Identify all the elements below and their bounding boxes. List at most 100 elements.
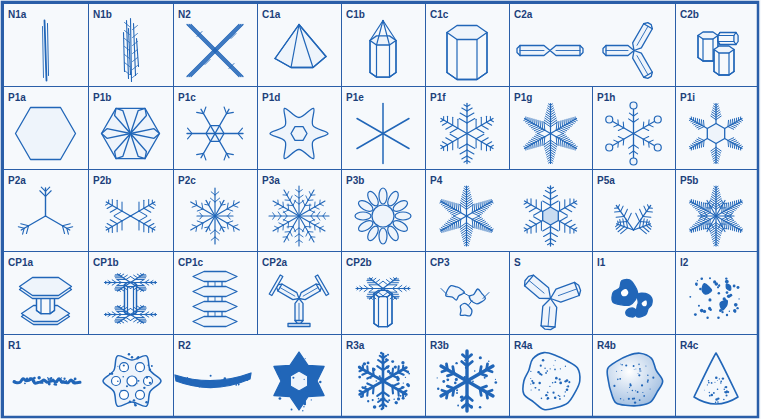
crystal-stroke	[391, 373, 393, 375]
crystal-stroke	[534, 211, 542, 216]
crystal-stroke	[560, 211, 568, 216]
crystal-drawing	[102, 108, 160, 158]
crystal-stroke	[215, 216, 224, 232]
grid-cell: R4b	[592, 334, 676, 417]
crystal-drawing	[16, 108, 76, 160]
crystal-stroke	[480, 386, 487, 388]
crystal-stroke	[540, 139, 542, 146]
crystal-stroke	[112, 280, 116, 283]
crystal-stroke	[131, 285, 136, 288]
crystal-stroke	[302, 410, 303, 411]
crystal-stroke	[645, 365, 646, 366]
crystal-stroke	[740, 199, 741, 201]
crystal-stroke	[302, 392, 303, 393]
crystal-stroke	[386, 294, 390, 297]
crystal-code: CP1a	[8, 257, 33, 269]
crystal-stroke	[523, 353, 580, 410]
crystal-stroke	[444, 369, 446, 371]
crystal-stroke	[638, 364, 640, 366]
crystal-stroke	[476, 119, 477, 128]
crystal-stroke	[580, 46, 583, 56]
crystal-stroke	[204, 153, 206, 160]
crystal-stroke	[229, 64, 234, 69]
crystal-stroke	[447, 374, 454, 376]
crystal-stroke	[740, 229, 742, 230]
crystal-code: P2c	[178, 175, 196, 187]
crystal-stroke	[474, 370, 476, 372]
crystal-stroke	[703, 389, 705, 391]
crystal-stroke	[705, 222, 707, 229]
crystal-stroke	[612, 121, 634, 134]
crystal-stroke	[486, 364, 487, 370]
crystal-stroke	[131, 134, 147, 159]
crystal-stroke	[441, 203, 444, 204]
crystal-stroke	[558, 138, 560, 146]
crystal-stroke	[215, 215, 233, 216]
crystal-stroke	[730, 213, 732, 217]
crystal-stroke	[617, 120, 618, 125]
crystal-stroke	[287, 237, 289, 241]
crystal-stroke	[382, 104, 384, 134]
crystal-stroke	[455, 378, 458, 381]
crystal-stroke	[382, 134, 384, 164]
crystal-stroke	[391, 369, 394, 376]
crystal-stroke	[559, 382, 562, 385]
crystal-stroke	[524, 119, 526, 120]
crystal-stroke	[737, 286, 740, 289]
grid-cell: P1b	[88, 86, 174, 170]
crystal-stroke	[288, 324, 310, 327]
crystal-stroke	[451, 202, 452, 208]
crystal-stroke	[246, 379, 248, 381]
crystal-stroke	[703, 223, 705, 229]
crystal-stroke	[486, 33, 487, 73]
crystal-stroke	[734, 206, 738, 208]
crystal-stroke	[123, 287, 127, 290]
crystal-stroke	[105, 283, 107, 284]
crystal-stroke	[639, 219, 641, 228]
crystal-stroke	[360, 395, 363, 398]
crystal-stroke	[37, 311, 55, 314]
crystal-stroke	[738, 298, 739, 299]
crystal-stroke	[117, 283, 122, 286]
grid-cell: I2	[675, 251, 758, 335]
crystal-stroke	[359, 370, 363, 372]
crystal-stroke	[441, 120, 444, 122]
crystal-stroke	[376, 45, 377, 77]
crystal-stroke	[691, 230, 692, 232]
crystal-stroke	[278, 212, 281, 216]
crystal-stroke	[567, 124, 572, 126]
crystal-stroke	[193, 302, 237, 312]
crystal-stroke	[630, 158, 637, 165]
crystal-stroke	[52, 380, 54, 382]
crystal-code: C1a	[262, 9, 280, 21]
crystal-stroke	[366, 190, 381, 208]
crystal-stroke	[131, 202, 155, 216]
crystal-code: P1d	[262, 92, 280, 104]
crystal-stroke	[694, 225, 698, 227]
crystal-stroke	[709, 392, 710, 393]
crystal-stroke	[138, 319, 146, 320]
crystal-stroke	[734, 33, 738, 45]
crystal-stroke	[708, 307, 711, 310]
crystal-stroke	[299, 216, 314, 242]
crystal-stroke	[716, 190, 719, 192]
crystal-stroke	[481, 117, 482, 125]
crystal-stroke	[483, 293, 489, 299]
crystal-stroke	[572, 146, 573, 149]
crystal-code: P1b	[93, 92, 111, 104]
crystal-stroke	[564, 142, 565, 148]
crystal-stroke	[206, 200, 215, 216]
crystal-stroke	[633, 134, 634, 159]
crystal-stroke	[136, 363, 145, 372]
crystal-stroke	[129, 401, 131, 403]
crystal-code: P2a	[8, 175, 26, 187]
crystal-stroke	[617, 142, 618, 147]
crystal-stroke	[151, 365, 153, 367]
crystal-stroke	[197, 32, 202, 37]
crystal-stroke	[390, 282, 398, 283]
crystal-drawing	[524, 104, 577, 164]
crystal-stroke	[357, 119, 383, 134]
crystal-stroke	[646, 211, 652, 213]
crystal-stroke	[467, 150, 474, 154]
